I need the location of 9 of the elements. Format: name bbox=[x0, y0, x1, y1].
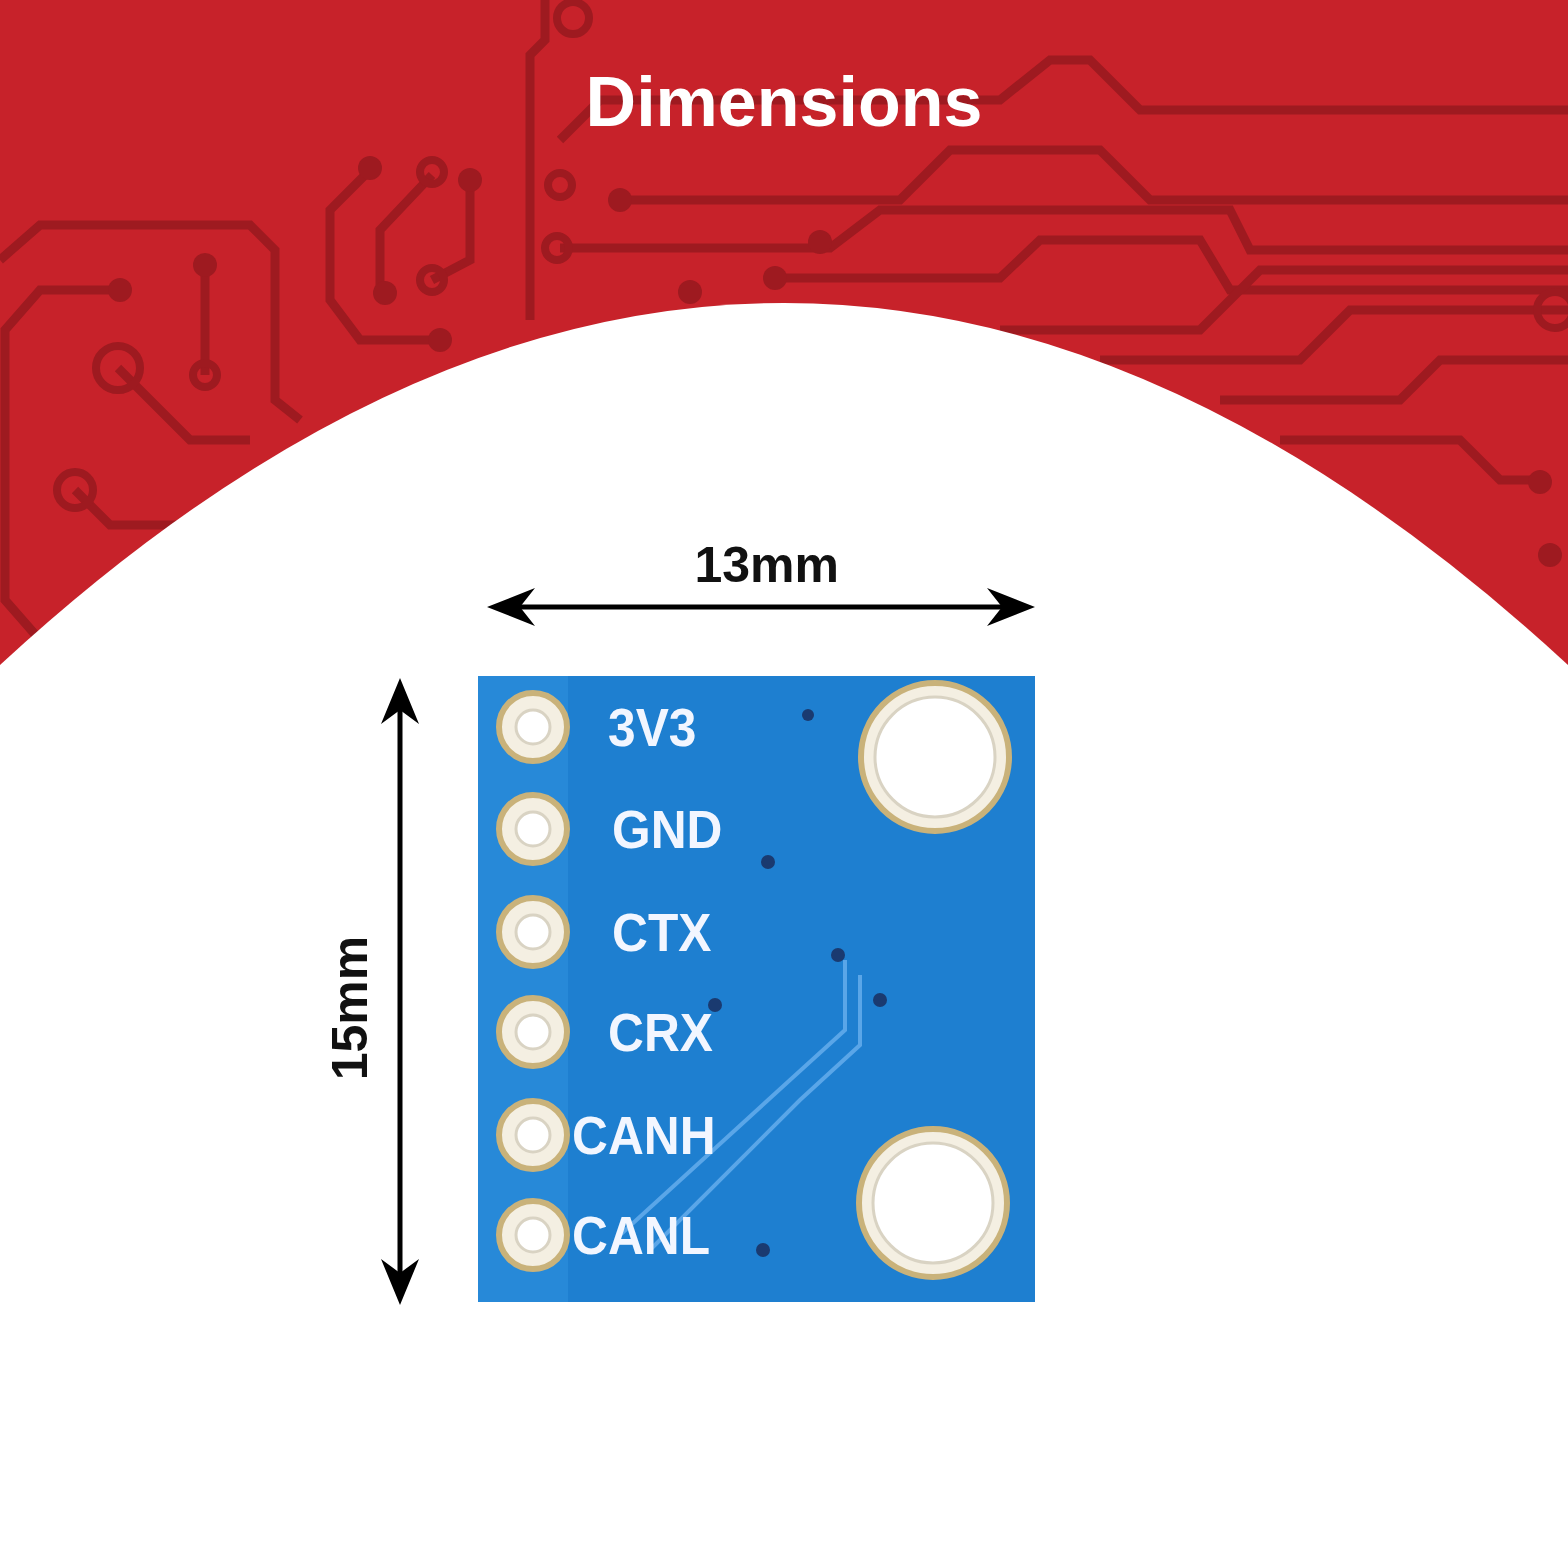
pin-label: 3V3 bbox=[608, 696, 697, 758]
page-title: Dimensions bbox=[584, 62, 984, 142]
pin-label: CRX bbox=[608, 1001, 713, 1063]
pin-label: CANH bbox=[572, 1104, 716, 1166]
pin-label: GND bbox=[612, 798, 723, 860]
dimension-label: 13mm bbox=[694, 536, 840, 594]
pin-label: CANL bbox=[572, 1204, 710, 1266]
pin-label: CTX bbox=[612, 901, 712, 963]
dimension-label: 15mm bbox=[320, 935, 379, 1081]
